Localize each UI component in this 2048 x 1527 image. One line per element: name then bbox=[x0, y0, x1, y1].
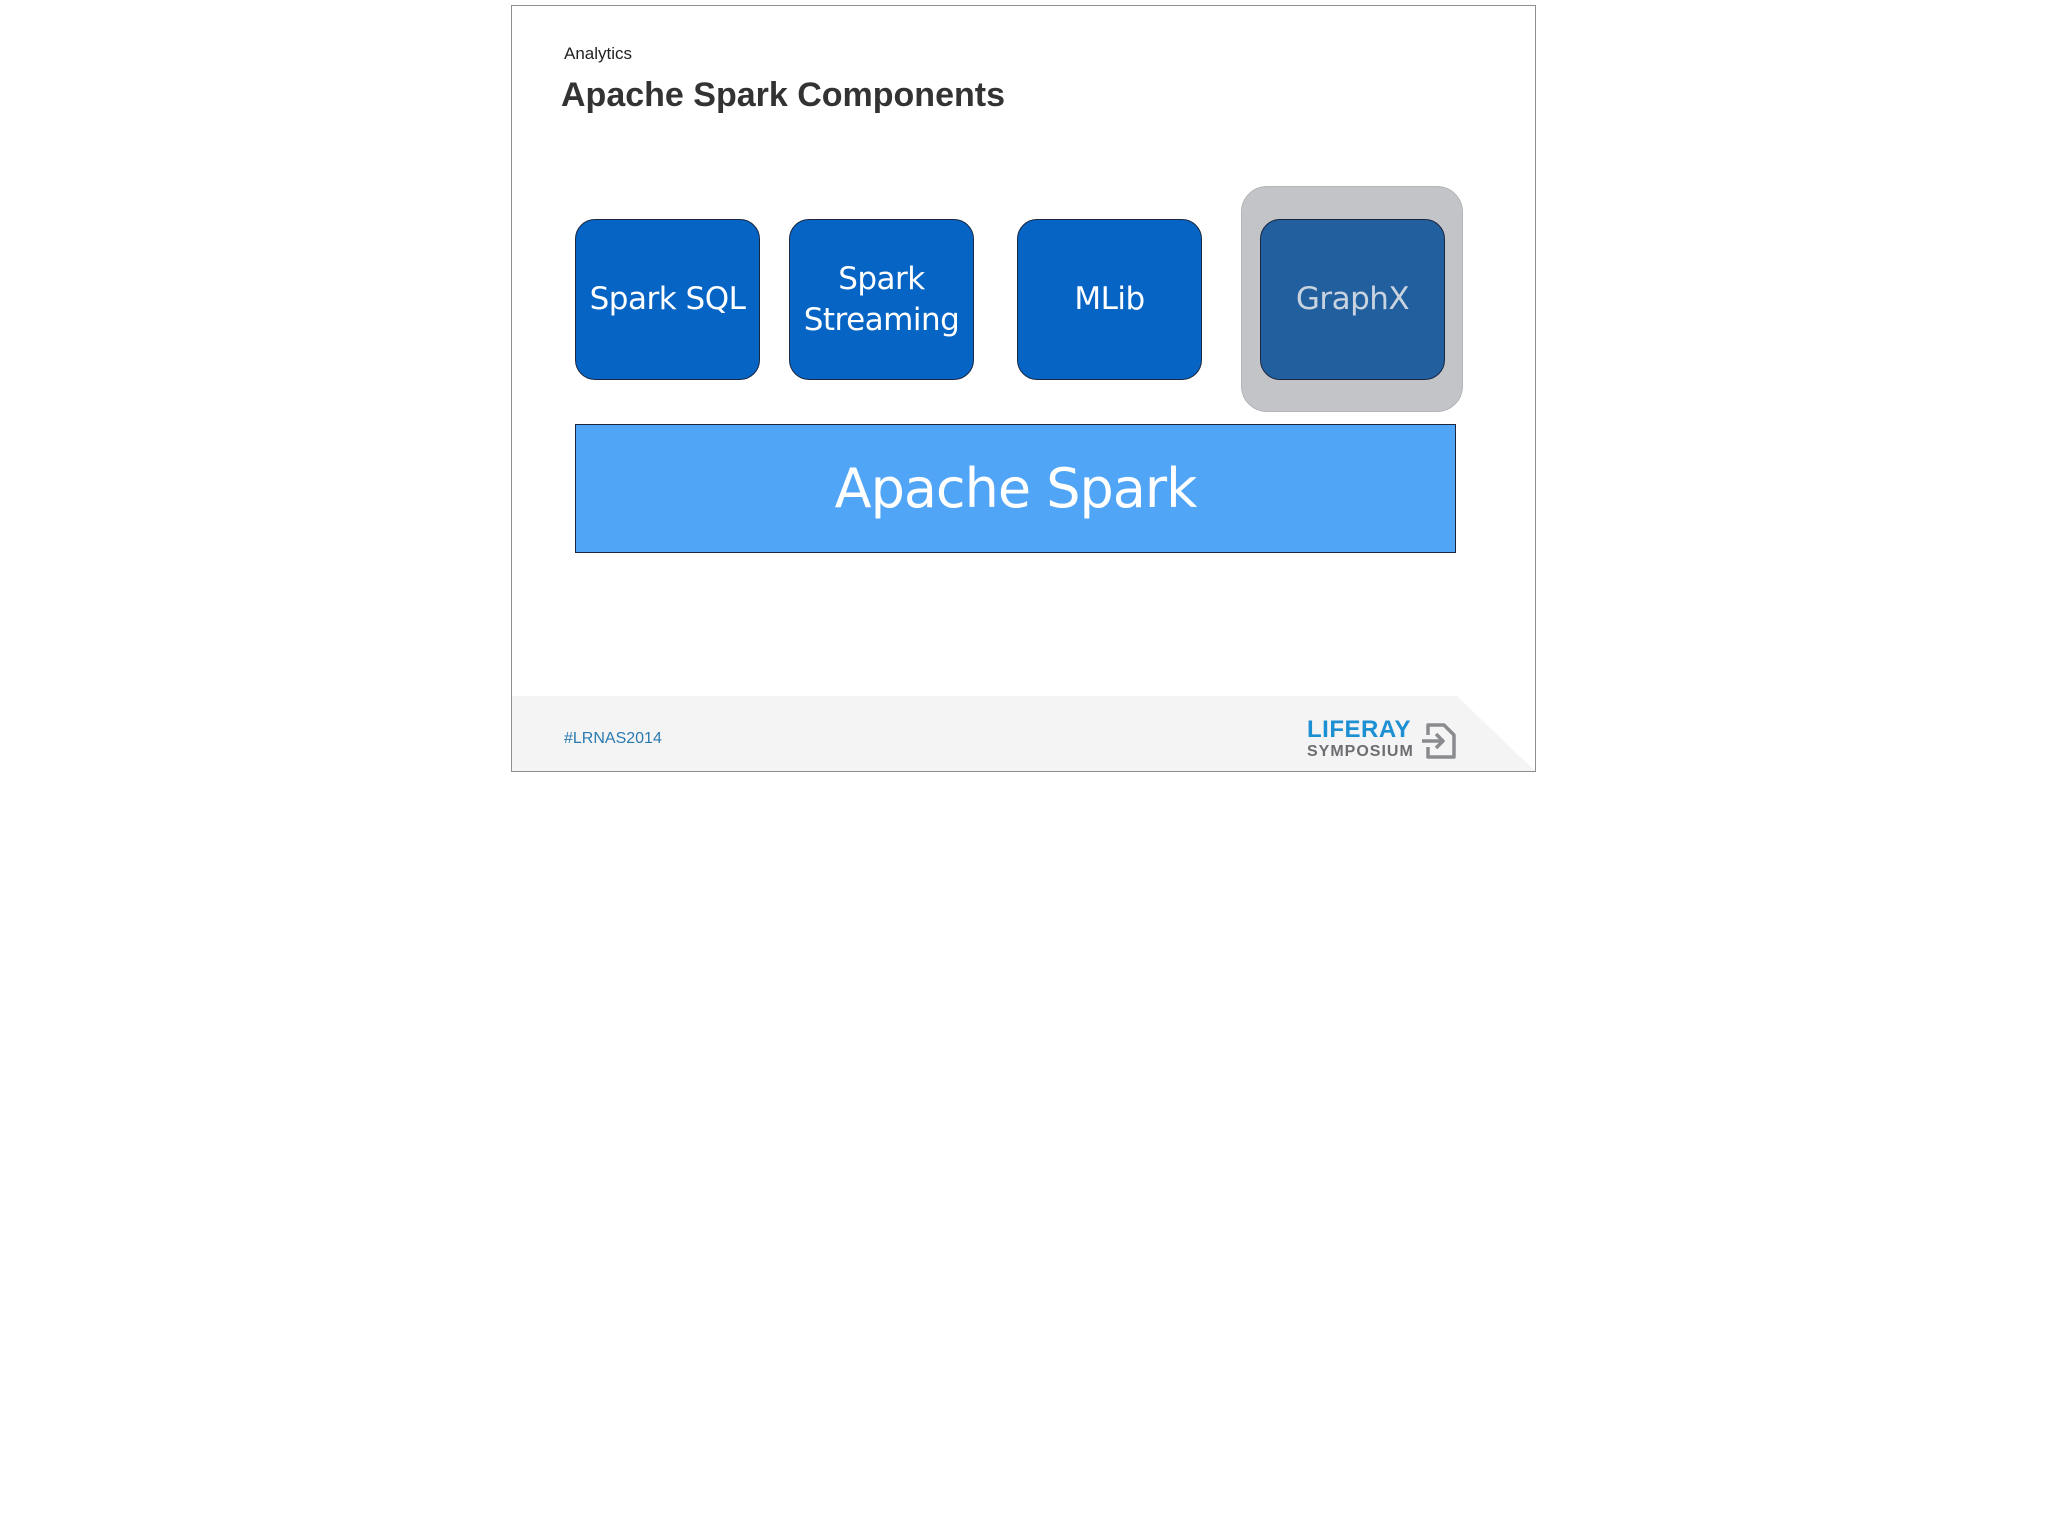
component-mlib: MLib bbox=[1017, 219, 1202, 380]
slide-title: Apache Spark Components bbox=[561, 76, 1005, 114]
login-arrow-icon bbox=[1422, 723, 1456, 759]
component-graphx: GraphX bbox=[1260, 219, 1445, 380]
logo-subtitle: SYMPOSIUM bbox=[1307, 743, 1414, 760]
component-spark-streaming: Spark Streaming bbox=[789, 219, 974, 380]
component-spark-sql: Spark SQL bbox=[575, 219, 760, 380]
footer-hashtag: #LRNAS2014 bbox=[564, 730, 662, 747]
base-layer-apache-spark: Apache Spark bbox=[575, 424, 1456, 553]
footer-band bbox=[512, 696, 1535, 771]
section-label: Analytics bbox=[564, 44, 633, 63]
slide: Analytics Apache Spark Components Spark … bbox=[511, 5, 1536, 772]
logo-wordmark: LIFERAY bbox=[1307, 716, 1411, 743]
liferay-symposium-logo: LIFERAY SYMPOSIUM bbox=[1307, 717, 1459, 765]
